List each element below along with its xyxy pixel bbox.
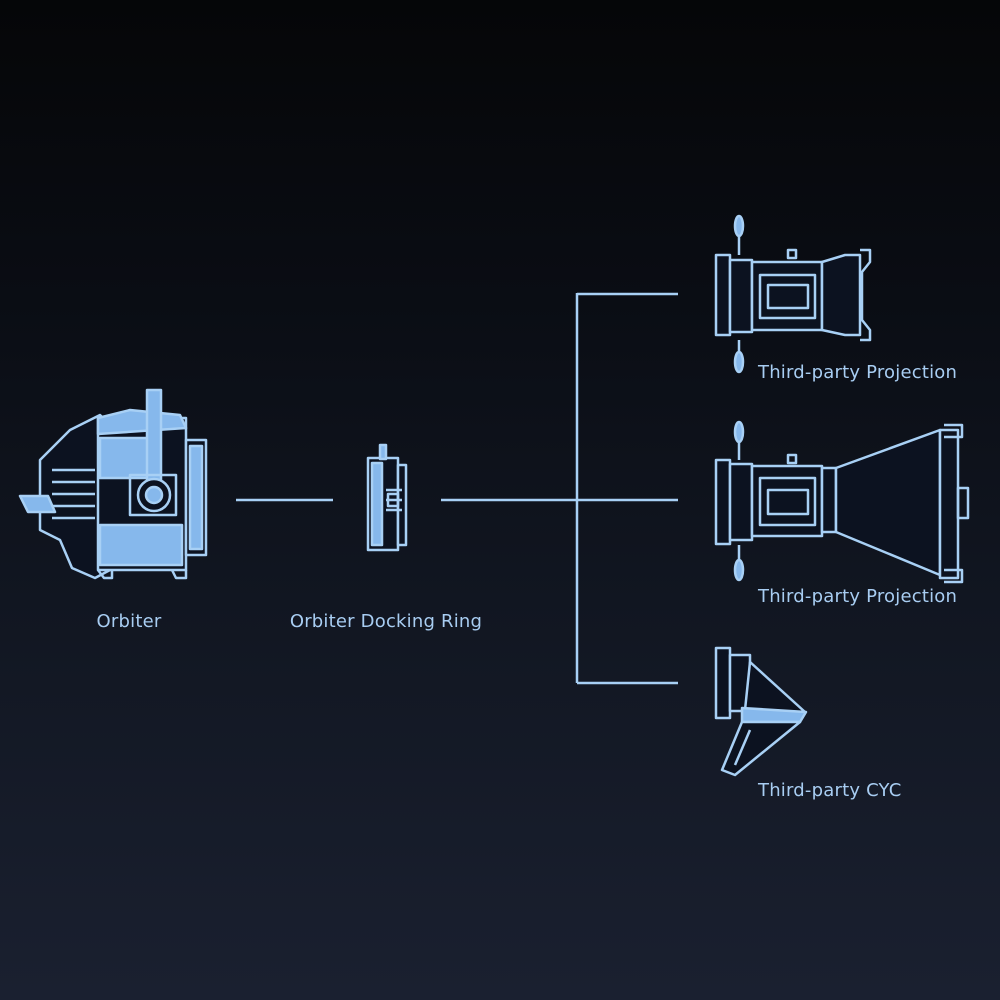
orbiter-fixture-icon	[18, 388, 208, 580]
cyc-reflector-icon	[714, 646, 808, 777]
output-label-projection-1: Third-party Projection	[758, 362, 958, 383]
projection-lens-icon	[714, 214, 872, 374]
docking-ring-label: Orbiter Docking Ring	[289, 611, 483, 632]
output-label-projection-2: Third-party Projection	[758, 586, 958, 607]
projection-lens-reflector-icon	[714, 420, 970, 584]
output-label-cyc: Third-party CYC	[758, 780, 902, 801]
orbiter-label: Orbiter	[96, 611, 162, 632]
connectors	[236, 292, 678, 685]
docking-ring-icon	[366, 443, 408, 552]
